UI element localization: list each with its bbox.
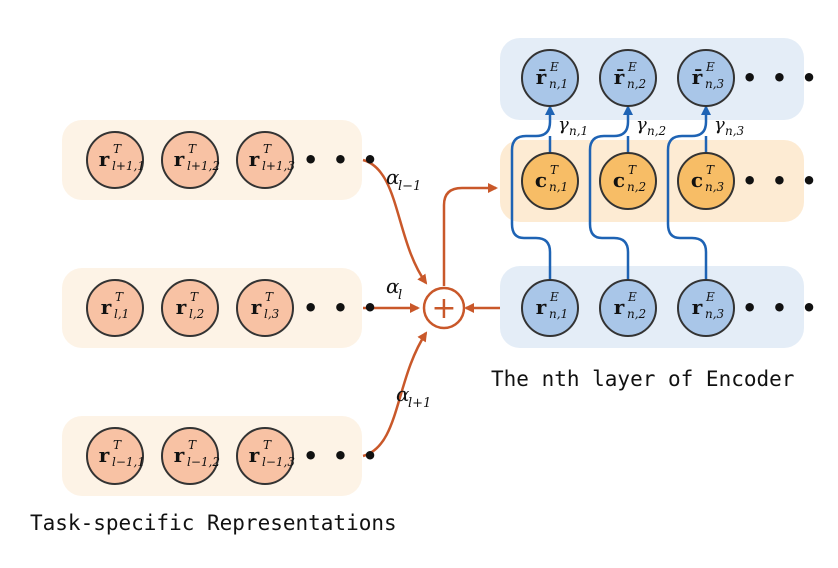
- task-node-top-2-sub: l+1,2: [187, 159, 220, 173]
- task-node-bottom-3-sup: T: [263, 438, 272, 452]
- context-node-2-sub: n,2: [627, 180, 646, 194]
- gate-label-2-sub: n,2: [647, 124, 666, 138]
- encoder-output-node-1-sup: E: [549, 60, 559, 74]
- gate-label-2: γ: [636, 114, 647, 135]
- alpha-weight-middle-sub: l: [398, 288, 402, 303]
- task-node-top-2: [161, 131, 219, 189]
- task-node-middle-2-label: r: [176, 295, 187, 319]
- encoder-caption: The nth layer of Encoder: [491, 367, 794, 391]
- alpha-weight-bottom: α: [396, 382, 410, 406]
- task-node-middle-1: [86, 279, 144, 337]
- task-node-bottom-2-sup: T: [188, 438, 197, 452]
- alpha-arrow-bottom: [362, 331, 428, 458]
- context-node-2: [599, 152, 657, 210]
- task-node-bottom-1: [86, 427, 144, 485]
- task-node-middle-1-sub: l,1: [114, 307, 129, 321]
- alpha-weight-top-sub: l−1: [398, 179, 421, 194]
- task-node-bottom-2-sub: l−1,2: [187, 455, 220, 469]
- task-node-top-1-sup: T: [113, 142, 122, 156]
- task-node-top-1-sub: l+1,1: [112, 159, 145, 173]
- task-node-bottom-1-sub: l−1,1: [112, 455, 145, 469]
- alpha-arrow-top: [362, 158, 428, 285]
- task-row-bottom-ellipsis: • • •: [303, 442, 381, 470]
- encoder-input-node-1-label: r: [536, 295, 547, 319]
- task-node-middle-3-sub: l,3: [264, 307, 280, 321]
- sum-to-context-arrow: [442, 183, 498, 286]
- task-node-bottom-3-label: r: [249, 443, 260, 467]
- task-node-bottom-2-label: r: [174, 443, 185, 467]
- encoder-output-node-2-sub: n,2: [627, 77, 646, 91]
- gate-label-1-sub: n,1: [569, 124, 588, 138]
- context-node-2-label: c: [613, 168, 625, 192]
- sum-symbol: +: [431, 291, 456, 326]
- encoder-output-node-3: [677, 49, 735, 107]
- context-node-1: [521, 152, 579, 210]
- task-node-bottom-1-sup: T: [113, 438, 122, 452]
- encoder-output-node-3-sup: E: [705, 60, 715, 74]
- context-node-1-label: c: [535, 168, 547, 192]
- context-node-3-sup: T: [706, 163, 715, 177]
- task-row-middle-ellipsis: • • •: [303, 294, 381, 322]
- task-node-bottom-2: [161, 427, 219, 485]
- encoder-output-ellipsis: • • •: [742, 64, 820, 92]
- gate-label-3-sub: n,3: [725, 124, 745, 138]
- encoder-input-node-3: [677, 279, 735, 337]
- encoder-input-node-2-sup: E: [627, 290, 637, 304]
- encoder-output-node-1-label: r̄: [536, 65, 547, 89]
- gate-label-3: γ: [714, 114, 725, 135]
- context-row-ellipsis: • • •: [742, 167, 820, 195]
- gate-label-1: γ: [558, 114, 569, 135]
- task-row-top-ellipsis: • • •: [303, 146, 381, 174]
- alpha-weight-bottom-sub: l+1: [408, 396, 431, 411]
- encoder-output-node-3-label: r̄: [692, 65, 703, 89]
- encoder-output-node-3-sub: n,3: [705, 77, 725, 91]
- context-node-3: [677, 152, 735, 210]
- task-node-middle-1-sup: T: [115, 290, 124, 304]
- task-node-middle-2-sub: l,2: [189, 307, 204, 321]
- task-node-top-3-sup: T: [263, 142, 272, 156]
- sum-node: [422, 286, 466, 330]
- gate-lines: [510, 105, 711, 286]
- encoder-input-node-3-sup: E: [705, 290, 715, 304]
- encoder-input-node-2: [599, 279, 657, 337]
- task-node-top-2-sup: T: [188, 142, 197, 156]
- task-node-middle-3-label: r: [251, 295, 262, 319]
- task-node-top-3: [236, 131, 294, 189]
- encoder-input-node-2-sub: n,2: [627, 307, 646, 321]
- alpha-weight-middle: α: [386, 274, 400, 298]
- encoder-input-node-2-label: r: [614, 295, 625, 319]
- task-node-middle-1-label: r: [101, 295, 112, 319]
- task-node-middle-3: [236, 279, 294, 337]
- encoder-input-ellipsis: • • •: [742, 294, 820, 322]
- encoder-output-node-2-label: r̄: [614, 65, 625, 89]
- encoder-input-node-1-sub: n,1: [549, 307, 568, 321]
- task-node-top-1-label: r: [99, 147, 110, 171]
- task-node-top-3-label: r: [249, 147, 260, 171]
- task-caption: Task-specific Representations: [30, 511, 397, 535]
- task-node-top-2-label: r: [174, 147, 185, 171]
- encoder-output-node-2-sup: E: [627, 60, 637, 74]
- encoder-input-node-3-sub: n,3: [705, 307, 725, 321]
- alpha-weight-top: α: [386, 165, 400, 189]
- task-node-bottom-1-label: r: [99, 443, 110, 467]
- task-node-middle-3-sup: T: [265, 290, 274, 304]
- encoder-output-node-1-sub: n,1: [549, 77, 568, 91]
- encoder-input-node-3-label: r: [692, 295, 703, 319]
- task-node-top-3-sub: l+1,3: [262, 159, 295, 173]
- encoder-output-node-1: [521, 49, 579, 107]
- context-node-1-sup: T: [550, 163, 559, 177]
- task-node-bottom-3-sub: l−1,3: [262, 455, 295, 469]
- context-node-3-sub: n,3: [705, 180, 725, 194]
- encoder-output-node-2: [599, 49, 657, 107]
- task-node-middle-2-sup: T: [190, 290, 199, 304]
- task-node-top-1: [86, 131, 144, 189]
- task-node-middle-2: [161, 279, 219, 337]
- encoder-input-node-1-sup: E: [549, 290, 559, 304]
- context-node-3-label: c: [691, 168, 703, 192]
- task-node-bottom-3: [236, 427, 294, 485]
- context-node-2-sup: T: [628, 163, 637, 177]
- encoder-input-node-1: [521, 279, 579, 337]
- context-node-1-sub: n,1: [549, 180, 568, 194]
